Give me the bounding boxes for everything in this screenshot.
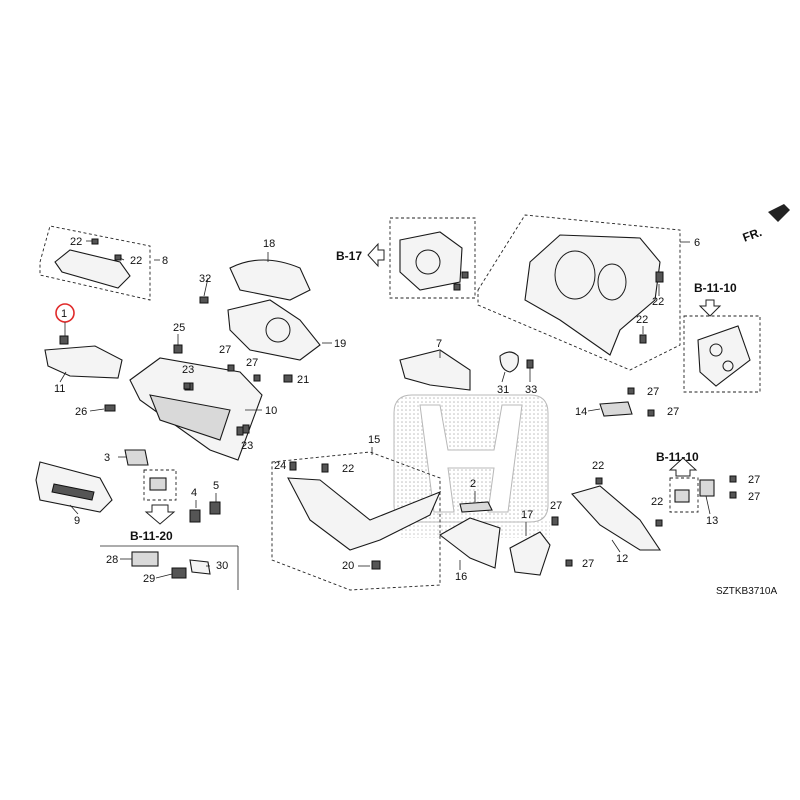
callout-23b: 23 [241, 440, 253, 452]
callout-22d: 22 [636, 314, 648, 326]
callout-14: 14 [575, 406, 587, 418]
callout-6: 6 [694, 237, 700, 249]
callout-13: 13 [706, 515, 718, 527]
callout-16: 16 [455, 571, 467, 583]
callout-27a: 27 [219, 344, 231, 356]
part-2-16-17 [439, 501, 573, 576]
callout-18: 18 [263, 238, 275, 250]
group-part-8 [39, 225, 160, 301]
callout-27d: 27 [667, 406, 679, 418]
callout-27b: 27 [246, 357, 258, 369]
callout-7: 7 [436, 338, 442, 350]
callout-1: 1 [61, 308, 67, 320]
callout-26: 26 [75, 406, 87, 418]
ref-b1110-upper: B-11-10 [694, 281, 737, 295]
b1110-upper-unit [683, 315, 761, 393]
callout-15: 15 [368, 434, 380, 446]
callout-20: 20 [342, 560, 354, 572]
callout-30: 30 [216, 560, 228, 572]
callout-24: 24 [274, 460, 286, 472]
callout-31: 31 [497, 384, 509, 396]
part-18-19-column-cover [199, 259, 332, 361]
ref-b1110-lower: B-11-10 [656, 450, 699, 464]
reference-arrows [367, 242, 722, 317]
front-direction-arrow: FR. [741, 204, 790, 245]
part-6-instrument-panel [477, 214, 690, 371]
callout-27g: 27 [748, 474, 760, 486]
callout-27f: 27 [582, 558, 594, 570]
callout-33: 33 [525, 384, 537, 396]
part-7-31-33 [399, 349, 534, 391]
callout-27h: 27 [748, 491, 760, 503]
callout-22b: 22 [130, 255, 142, 267]
b17-unit [389, 217, 476, 299]
callout-22c: 22 [652, 296, 664, 308]
callout-28: 28 [106, 554, 118, 566]
direction-label: FR. [741, 225, 764, 245]
callout-21: 21 [297, 374, 309, 386]
callout-27c: 27 [647, 386, 659, 398]
callout-22a: 22 [70, 236, 82, 248]
drawing-code: SZTKB3710A [716, 586, 777, 597]
ref-b17: B-17 [336, 249, 362, 263]
ref-b1120: B-11-20 [130, 529, 173, 543]
part-10-lower-panel [104, 344, 263, 461]
part-3-9 [35, 449, 149, 513]
callout-22e: 22 [342, 463, 354, 475]
callout-11: 11 [54, 383, 65, 395]
callout-19: 19 [334, 338, 346, 350]
part-11-bracket [44, 303, 123, 379]
part-14 [599, 387, 655, 417]
callout-27e: 27 [550, 500, 562, 512]
callout-2: 2 [470, 478, 476, 490]
callout-25: 25 [173, 322, 185, 334]
callout-8: 8 [162, 255, 168, 267]
fasteners-21-23-27 [183, 374, 293, 436]
leader-lines [59, 240, 711, 579]
watermark-logo [393, 394, 550, 538]
part-15-lower-trim [271, 451, 442, 591]
callout-22f: 22 [592, 460, 604, 472]
part-12-13 [571, 457, 737, 551]
callout-23a: 23 [182, 364, 194, 376]
part-4-5-b1120 [100, 469, 239, 590]
callout-5: 5 [213, 480, 219, 492]
callout-3: 3 [104, 452, 110, 464]
callout-17: 17 [521, 509, 533, 521]
callout-10: 10 [265, 405, 277, 417]
callout-22g: 22 [651, 496, 663, 508]
callout-numbers: 1 2 3 4 5 6 7 8 9 10 11 12 13 14 15 16 1… [54, 236, 760, 585]
callout-9: 9 [74, 515, 80, 527]
callout-12: 12 [616, 553, 628, 565]
callout-4: 4 [191, 487, 197, 499]
callout-32: 32 [199, 273, 211, 285]
callout-29: 29 [143, 573, 155, 585]
reference-labels: B-17 B-11-10 B-11-10 B-11-20 [130, 249, 737, 543]
